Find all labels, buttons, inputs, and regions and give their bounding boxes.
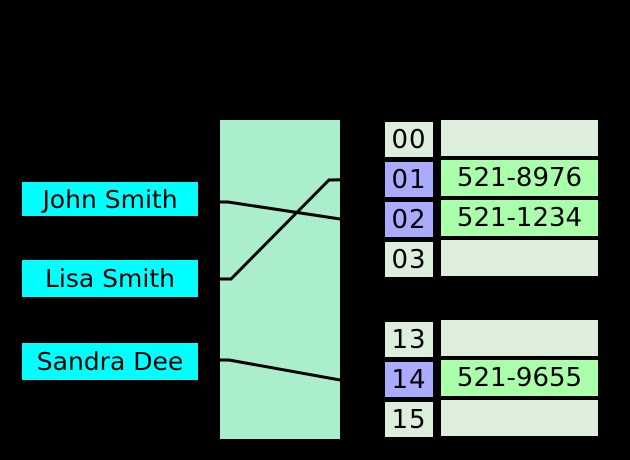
bucket-index-00: 00 — [385, 122, 433, 157]
bucket-index-14: 14 — [385, 362, 433, 397]
bucket-index-13: 13 — [385, 322, 433, 357]
key-label: Sandra Dee — [36, 347, 184, 376]
bucket-slot-00 — [441, 120, 598, 156]
key-box-lisa-smith: Lisa Smith — [20, 258, 200, 299]
line-john-smith-to-bucket-02 — [200, 200, 386, 221]
line-lisa-smith-to-bucket-01 — [200, 177, 387, 281]
key-box-john-smith: John Smith — [20, 180, 200, 218]
key-label: Lisa Smith — [45, 264, 175, 293]
bucket-slot-13 — [441, 320, 598, 356]
bucket-index-15: 15 — [385, 402, 433, 437]
bucket-slot-15 — [441, 400, 598, 436]
bucket-slot-14: 521-9655 — [441, 360, 598, 396]
bucket-values-upper-group: 521-8976 521-1234 — [438, 118, 601, 278]
hash-function-box — [220, 120, 340, 439]
bucket-slot-03 — [441, 240, 598, 276]
bucket-values-lower-group: 521-9655 — [438, 318, 601, 438]
bucket-slot-02: 521-1234 — [441, 200, 598, 236]
key-box-sandra-dee: Sandra Dee — [20, 341, 200, 382]
bucket-index-01: 01 — [385, 162, 433, 197]
bucket-index-02: 02 — [385, 202, 433, 237]
bucket-slot-01: 521-8976 — [441, 160, 598, 196]
line-sandra-dee-to-bucket-14 — [200, 358, 387, 382]
key-label: John Smith — [42, 184, 178, 214]
bucket-index-03: 03 — [385, 242, 433, 277]
